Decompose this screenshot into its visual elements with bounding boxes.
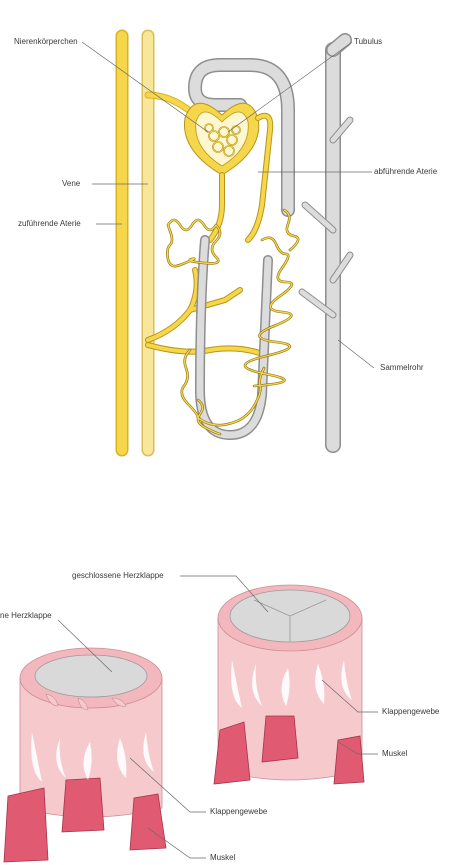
closed-valve	[214, 585, 364, 784]
label-efferent-artery: abführende Aterie	[374, 167, 437, 177]
heart-valves-diagram	[4, 576, 378, 862]
label-open-valve: ne Herzklappe	[0, 611, 52, 621]
label-closed-valve: geschlossene Herzklappe	[72, 571, 164, 581]
nephron-diagram	[82, 36, 374, 450]
label-renal-corpuscle: Nierenkörperchen	[14, 37, 78, 47]
label-tubule: Tubulus	[354, 37, 382, 47]
label-muscle-left: Muskel	[210, 853, 235, 863]
label-valve-tissue-right: Klappengewebe	[382, 707, 439, 717]
label-valve-tissue-left: Klappengewebe	[210, 807, 267, 817]
label-afferent-artery: zuführende Aterie	[18, 219, 81, 229]
renal-corpuscle	[184, 103, 258, 175]
label-muscle-right: Muskel	[382, 749, 407, 759]
label-vein: Vene	[62, 179, 80, 189]
collecting-duct	[302, 40, 350, 445]
open-valve	[4, 648, 166, 862]
label-collecting-duct: Sammelrohr	[380, 363, 424, 373]
